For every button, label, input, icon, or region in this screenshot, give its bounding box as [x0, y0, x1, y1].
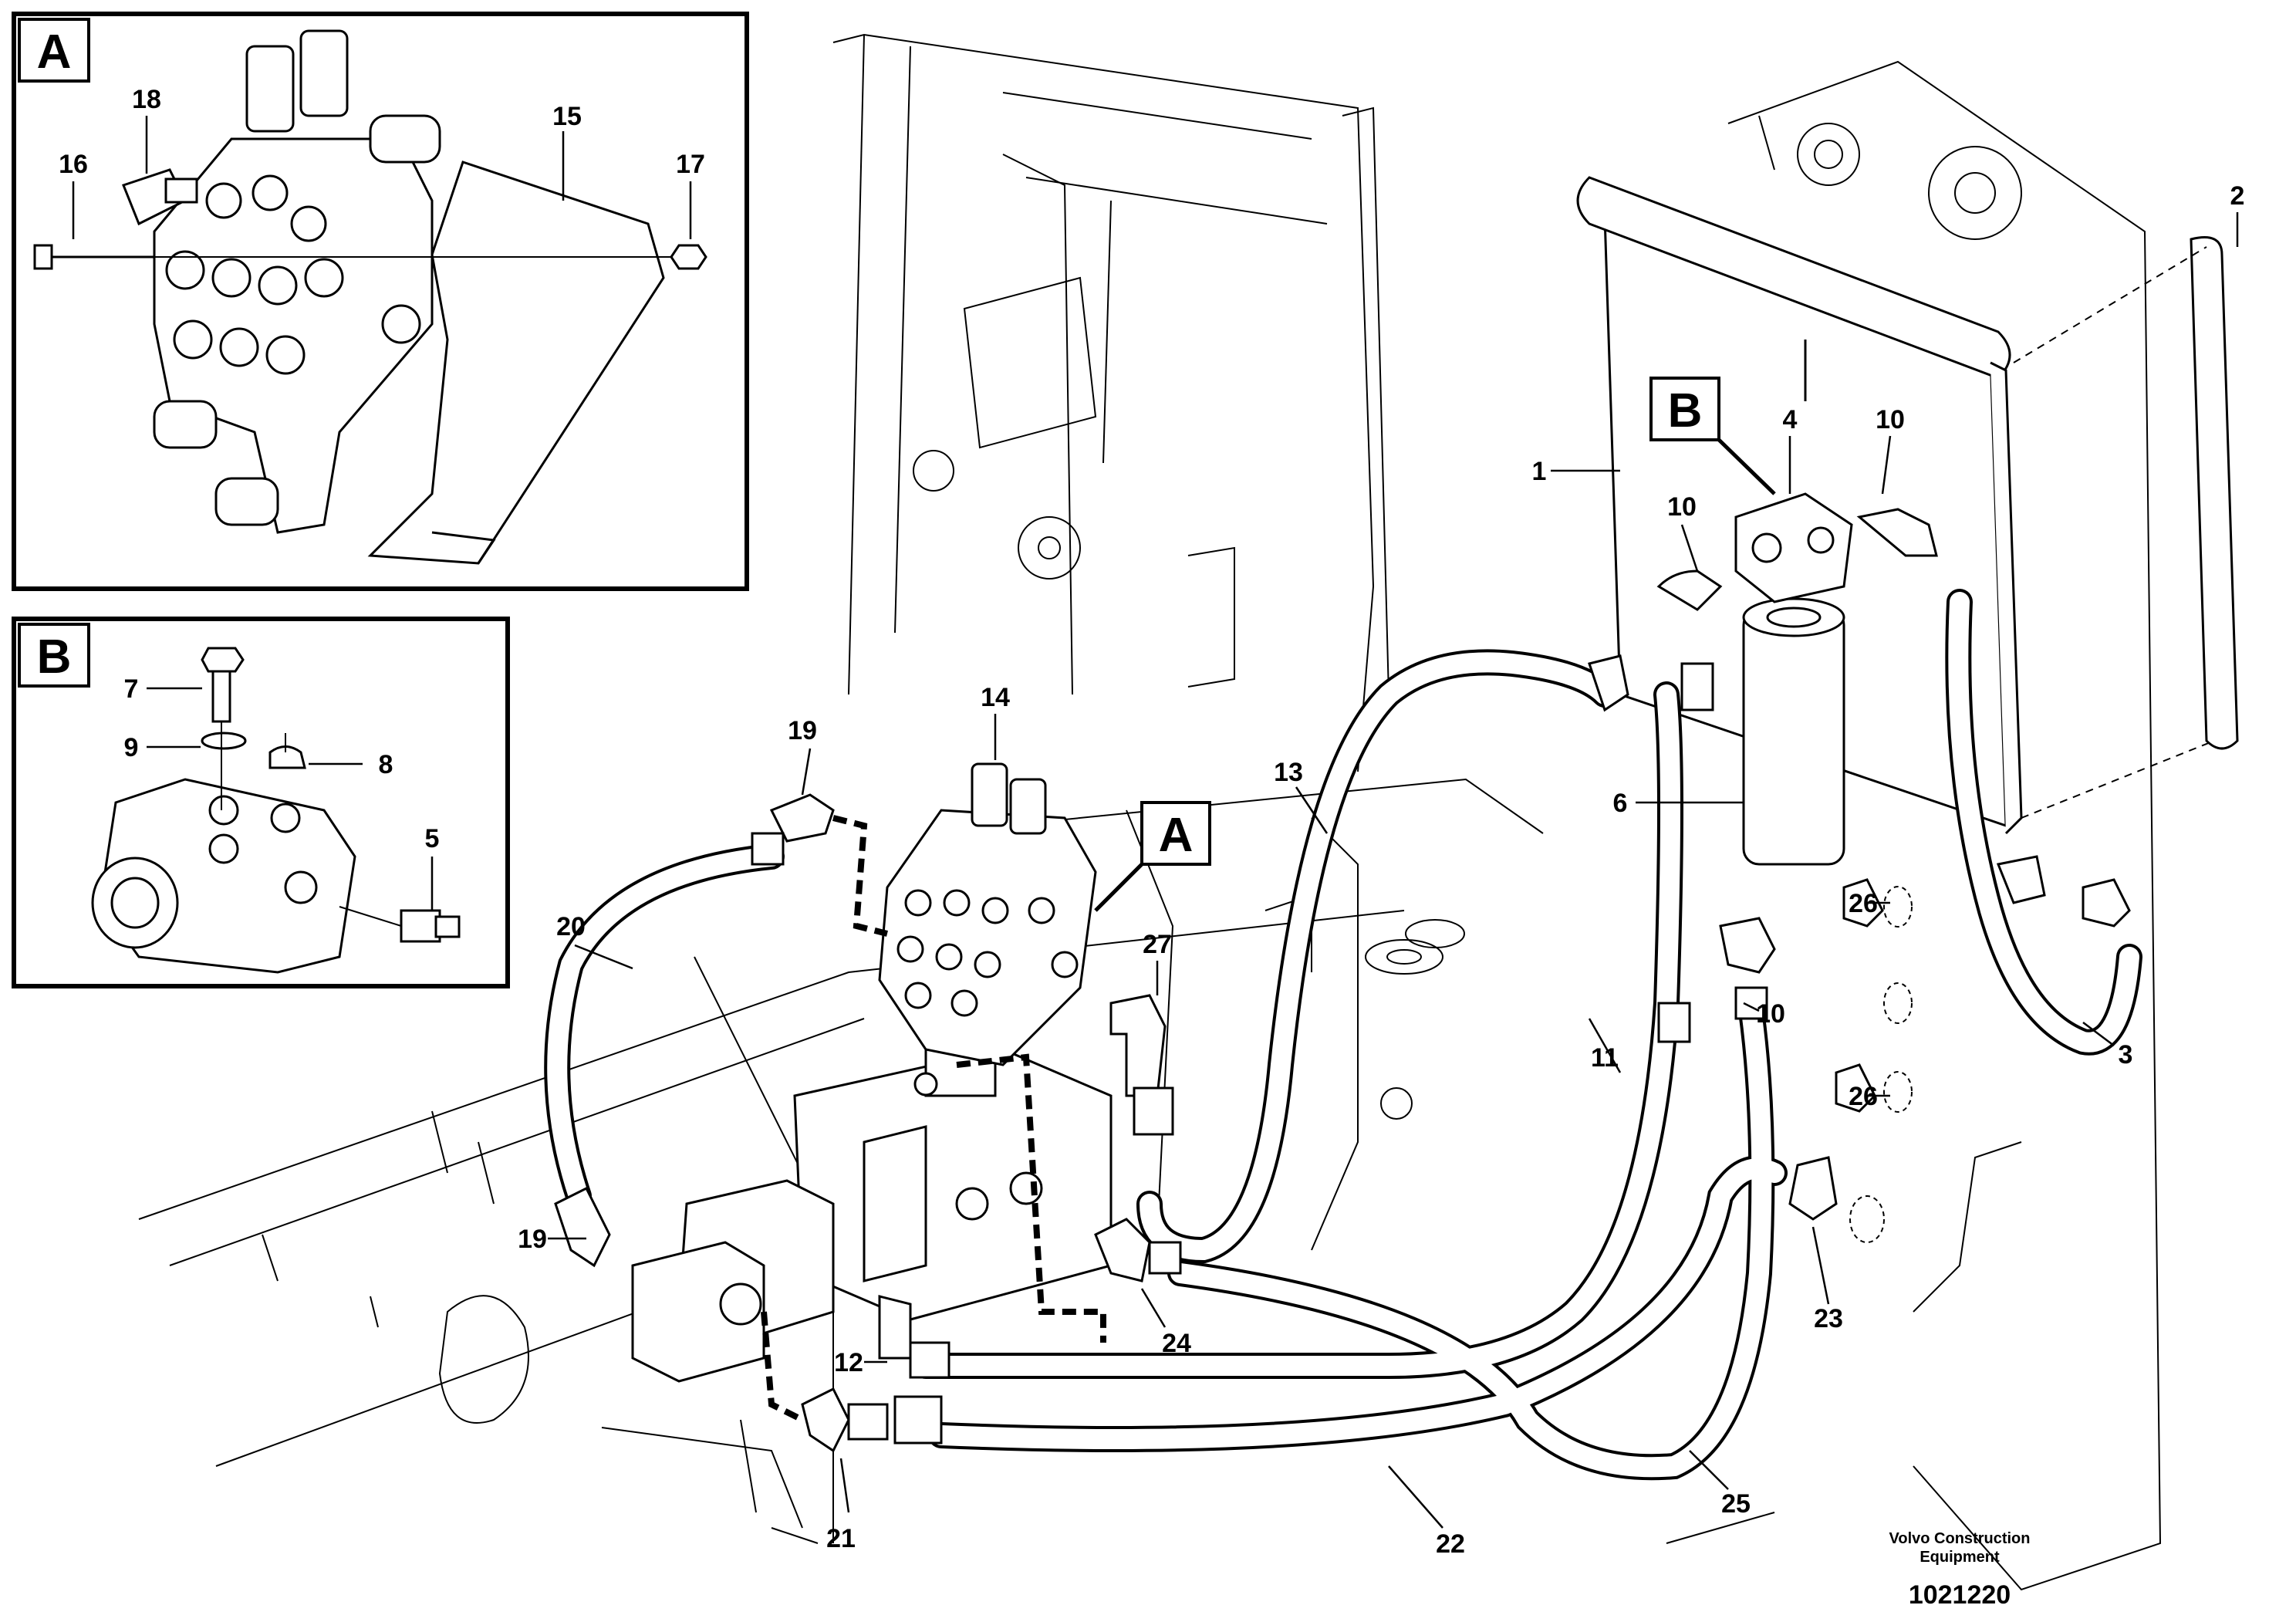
callout-22: 22: [1436, 1529, 1465, 1559]
callout-1: 1: [1532, 457, 1547, 486]
filter-head-drawing: [91, 778, 356, 974]
callout-20: 20: [556, 912, 586, 941]
control-valve-drawing: [153, 29, 441, 534]
callout-21: 21: [826, 1524, 856, 1553]
callout-17: 17: [676, 150, 705, 179]
callout-24: 24: [1162, 1329, 1191, 1358]
mounting-bracket-drawing: [367, 161, 665, 565]
callout-12: 12: [834, 1348, 863, 1377]
clip-8-drawing: [268, 733, 306, 769]
callout-leaders: [548, 212, 2239, 1529]
callout-10-left: 10: [1667, 492, 1697, 522]
callout-3: 3: [2119, 1040, 2133, 1070]
callout-8: 8: [379, 750, 393, 779]
inset-a-tag: A: [37, 25, 72, 79]
main-tag-a: A: [1094, 801, 1211, 912]
callout-15: 15: [552, 102, 582, 131]
callout-27: 27: [1143, 930, 1172, 959]
bolt-16-drawing: [33, 244, 694, 270]
callout-9: 9: [124, 733, 139, 762]
callouts: 1 2 3 4 6 10 10 10 11 12 13 14 19 19 20 …: [518, 181, 2244, 1559]
inset-a: A: [12, 12, 749, 591]
cooler-dashed-lines: [2013, 246, 2215, 819]
dashed-connections: [761, 815, 1106, 1423]
callout-25: 25: [1721, 1489, 1751, 1519]
callout-6: 6: [1613, 789, 1628, 818]
port-circles: [1849, 886, 1913, 1243]
main-control-valve-drawing: [878, 762, 1097, 1066]
company-name-line2: Equipment: [1920, 1549, 2000, 1566]
callout-26-upper: 26: [1849, 889, 1878, 918]
footer: Volvo Construction Equipment 1021220: [1889, 1530, 2031, 1610]
callout-10-right: 10: [1876, 405, 1905, 434]
fittings: [554, 654, 2131, 1453]
drawing-number: 1021220: [1909, 1580, 2011, 1610]
callout-26-lower: 26: [1849, 1082, 1878, 1111]
inset-b-tag-box: [18, 623, 90, 688]
callout-14: 14: [981, 683, 1010, 712]
callout-2: 2: [2230, 181, 2245, 211]
callout-18: 18: [132, 85, 161, 114]
callout-10-lower: 10: [1756, 999, 1785, 1029]
inset-b-leaders: [147, 687, 434, 911]
pump-drawing: [631, 1048, 1113, 1383]
callout-19-bottom: 19: [518, 1225, 547, 1254]
callout-19-top: 19: [788, 716, 817, 745]
inset-b: B 7 9 8: [12, 617, 510, 988]
inset-a-leaders: [72, 116, 692, 239]
callout-16: 16: [59, 150, 88, 179]
inset-b-tag: B: [37, 630, 72, 684]
inset-a-tag-box: [18, 18, 90, 83]
callout-7: 7: [124, 674, 139, 704]
sensor-5-drawing: [339, 906, 461, 943]
callout-23: 23: [1814, 1304, 1843, 1333]
main-tag-b: B: [1649, 377, 1776, 495]
company-name-line1: Volvo Construction: [1889, 1530, 2031, 1547]
fitting-18-drawing: [122, 168, 198, 226]
callout-4: 4: [1783, 405, 1798, 434]
main-tag-b-label: B: [1668, 384, 1703, 438]
oil-filter-drawing: [1656, 492, 1938, 866]
main-tag-a-label: A: [1159, 809, 1194, 862]
washer-9-drawing: [201, 732, 247, 750]
callout-13: 13: [1274, 758, 1303, 787]
bolt-7-drawing: [201, 647, 245, 810]
callout-5: 5: [425, 824, 440, 853]
callout-11: 11: [1591, 1043, 1619, 1073]
nut-17-drawing: [670, 244, 707, 270]
